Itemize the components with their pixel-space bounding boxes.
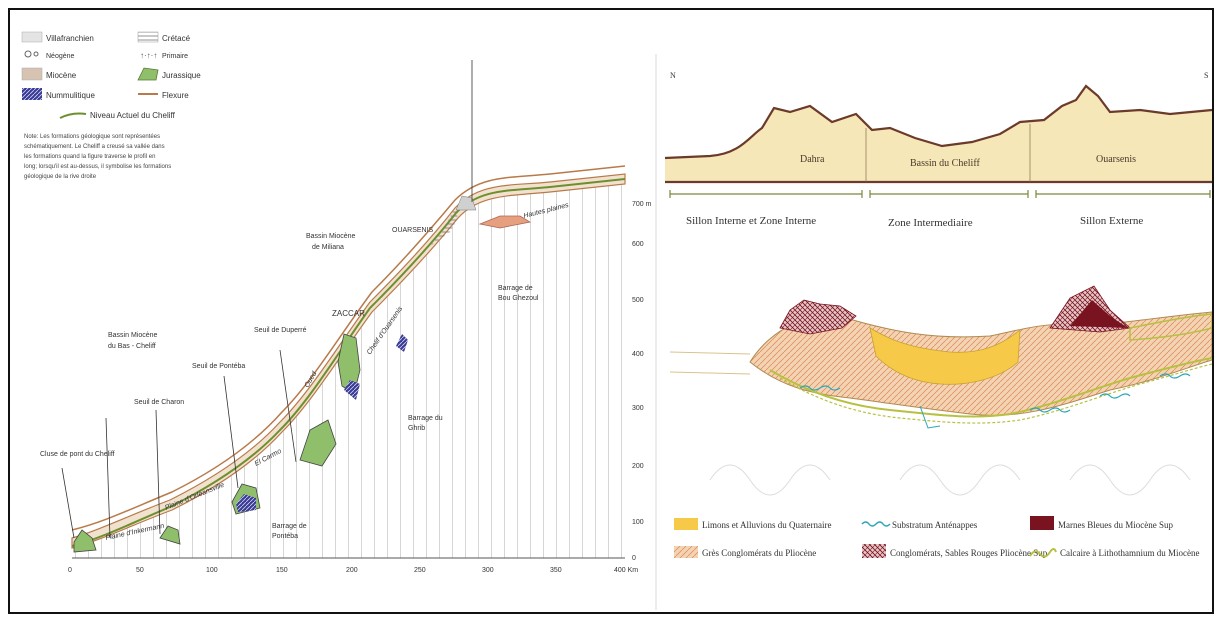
background-sketch bbox=[709, 464, 1191, 496]
top-section: Dahra Bassin du Cheliff Ouarsenis bbox=[664, 84, 1213, 184]
zone-labels: Sillon Interne et Zone Interne Zone Inte… bbox=[686, 215, 1143, 229]
legend-limons: Limons et Alluvions du Quaternaire bbox=[674, 518, 831, 530]
svg-text:Néogène: Néogène bbox=[46, 53, 75, 60]
svg-text:Limons et Alluvions du Quatern: Limons et Alluvions du Quaternaire bbox=[702, 520, 831, 530]
right-panel: N S Dahra Bassin du Cheliff Ouarsenis Si… bbox=[664, 71, 1213, 558]
legend-substratum: Substratum Anténappes bbox=[861, 520, 978, 530]
svg-text:0: 0 bbox=[632, 555, 636, 562]
svg-text:250: 250 bbox=[414, 567, 426, 574]
bottom-section bbox=[669, 285, 1213, 429]
svg-text:100: 100 bbox=[632, 519, 644, 526]
svg-text:long; lorsqu'il est au-dessus,: long; lorsqu'il est au-dessus, il symbol… bbox=[24, 164, 171, 170]
label-seuil-charon: Seuil de Charon bbox=[134, 399, 184, 406]
left-note: Note: Les formations géologique sont rep… bbox=[24, 134, 171, 180]
corner-left-label: N bbox=[670, 71, 676, 80]
legend-calcaire: Calcaire à Lithothamnium du Miocène bbox=[1029, 548, 1199, 558]
label-bassin-bas-cheliff-2: du Bas - Cheliff bbox=[108, 343, 156, 350]
corner-right-label: S bbox=[1204, 71, 1208, 80]
label-seuil-duperre: Seuil de Duperré bbox=[254, 327, 307, 334]
svg-text:200: 200 bbox=[632, 463, 644, 470]
svg-text:Note: Les formations géologiqu: Note: Les formations géologique sont rep… bbox=[24, 134, 160, 140]
x-axis-ticks: 0 50 100 150 200 250 300 350 400 Km bbox=[68, 567, 638, 574]
pointer-lines bbox=[61, 60, 473, 539]
svg-text:Miocène: Miocène bbox=[46, 71, 77, 80]
svg-text:50: 50 bbox=[136, 567, 144, 574]
figure-svg: Villafranchien Crétacé Néogène ↑·↑·↑ Pri… bbox=[21, 31, 1213, 610]
figure-frame: Villafranchien Crétacé Néogène ↑·↑·↑ Pri… bbox=[8, 8, 1214, 614]
region-bassin-cheliff: Bassin du Cheliff bbox=[910, 158, 980, 169]
label-barrage-ghrib-1: Barrage du bbox=[408, 415, 443, 422]
label-zaccar: ZACCAR bbox=[332, 309, 365, 318]
svg-text:700 m: 700 m bbox=[632, 201, 652, 208]
svg-text:Substratum Anténappes: Substratum Anténappes bbox=[892, 520, 978, 530]
svg-text:Villafranchien: Villafranchien bbox=[46, 34, 94, 43]
label-barrage-boughzoul-1: Barrage de bbox=[498, 285, 533, 292]
label-seuil-pontoba: Seuil de Pontéba bbox=[192, 363, 245, 370]
label-bassin-miliana-1: Bassin Miocène bbox=[306, 233, 356, 240]
legend-item-niveau: Niveau Actuel du Cheliff bbox=[59, 111, 176, 120]
svg-text:500: 500 bbox=[632, 297, 644, 304]
label-barrage-pontoba-1: Barrage de bbox=[272, 523, 307, 530]
legend-item-jurassique: Jurassique bbox=[137, 67, 201, 81]
zone-intermediaire: Zone Intermediaire bbox=[888, 217, 973, 229]
zone-sillon-interne: Sillon Interne et Zone Interne bbox=[686, 215, 816, 227]
svg-text:↑·↑·↑: ↑·↑·↑ bbox=[140, 51, 157, 60]
legend-marnes: Marnes Bleues du Miocène Sup bbox=[1030, 516, 1173, 530]
svg-text:Calcaire à Lithothamnium du Mi: Calcaire à Lithothamnium du Miocène bbox=[1060, 548, 1199, 558]
legend-item-miocene: Miocène bbox=[21, 67, 77, 81]
legend-item-flexure: Flexure bbox=[138, 91, 189, 100]
svg-text:Grès Conglomérats du Pliocène: Grès Conglomérats du Pliocène bbox=[702, 548, 816, 558]
zone-sillon-externe: Sillon Externe bbox=[1080, 215, 1143, 227]
svg-text:150: 150 bbox=[276, 567, 288, 574]
geologic-bodies bbox=[73, 195, 532, 553]
svg-text:600: 600 bbox=[632, 241, 644, 248]
svg-text:400: 400 bbox=[632, 351, 644, 358]
legend-gres: Grès Conglomérats du Pliocène bbox=[674, 546, 816, 558]
left-panel: Villafranchien Crétacé Néogène ↑·↑·↑ Pri… bbox=[21, 31, 652, 574]
legend-item-villafranchien: Villafranchien bbox=[21, 31, 94, 43]
svg-text:350: 350 bbox=[550, 567, 562, 574]
label-barrage-ghrib-2: Ghrib bbox=[408, 425, 425, 432]
svg-text:100: 100 bbox=[206, 567, 218, 574]
svg-text:Flexure: Flexure bbox=[162, 91, 189, 100]
svg-text:0: 0 bbox=[68, 567, 72, 574]
svg-text:Crétacé: Crétacé bbox=[162, 34, 191, 43]
svg-text:Conglomérats, Sables Rouges Pl: Conglomérats, Sables Rouges Pliocène Sup bbox=[890, 548, 1048, 558]
label-bassin-miliana-2: de Miliana bbox=[312, 244, 344, 251]
svg-text:Nummulitique: Nummulitique bbox=[46, 91, 95, 100]
svg-text:300: 300 bbox=[632, 405, 644, 412]
label-ouarsenis: OUARSENIS bbox=[392, 227, 434, 234]
legend-item-neogene: Néogène bbox=[24, 50, 75, 60]
label-barrage-boughzoul-2: Bou Ghezoul bbox=[498, 295, 539, 302]
region-dahra: Dahra bbox=[800, 154, 825, 165]
legend-item-primaire: ↑·↑·↑ Primaire bbox=[140, 51, 188, 60]
svg-text:400 Km: 400 Km bbox=[614, 567, 638, 574]
svg-text:schématiquement. Le Cheliff a: schématiquement. Le Cheliff a creusé sa … bbox=[24, 144, 165, 150]
svg-text:Marnes Bleues du Miocène Sup: Marnes Bleues du Miocène Sup bbox=[1058, 520, 1173, 530]
left-legend: Villafranchien Crétacé Néogène ↑·↑·↑ Pri… bbox=[21, 31, 201, 120]
svg-text:Primaire: Primaire bbox=[162, 53, 188, 60]
label-barrage-pontoba-2: Pontéba bbox=[272, 533, 298, 540]
legend-conglomerats: Conglomérats, Sables Rouges Pliocène Sup bbox=[862, 544, 1048, 558]
zone-brackets bbox=[669, 190, 1211, 198]
label-bassin-bas-cheliff-1: Bassin Miocène bbox=[108, 332, 158, 339]
svg-text:200: 200 bbox=[346, 567, 358, 574]
legend-item-nummulitique: Nummulitique bbox=[22, 88, 95, 100]
legend-item-cretace: Crétacé bbox=[137, 31, 191, 43]
svg-text:les formations quand la figure: les formations quand la figure traverse … bbox=[24, 154, 155, 160]
y-axis-ticks: 700 m 600 500 400 300 200 100 0 bbox=[632, 201, 652, 562]
label-cluse: Cluse de pont du Cheliff bbox=[40, 451, 115, 458]
svg-text:300: 300 bbox=[482, 567, 494, 574]
svg-text:Niveau Actuel du Cheliff: Niveau Actuel du Cheliff bbox=[90, 111, 176, 120]
svg-text:Jurassique: Jurassique bbox=[162, 71, 201, 80]
region-ouarsenis: Ouarsenis bbox=[1096, 154, 1136, 165]
right-legend: Limons et Alluvions du Quaternaire Subst… bbox=[674, 516, 1199, 558]
svg-text:géologique de la rive droite: géologique de la rive droite bbox=[24, 174, 97, 180]
